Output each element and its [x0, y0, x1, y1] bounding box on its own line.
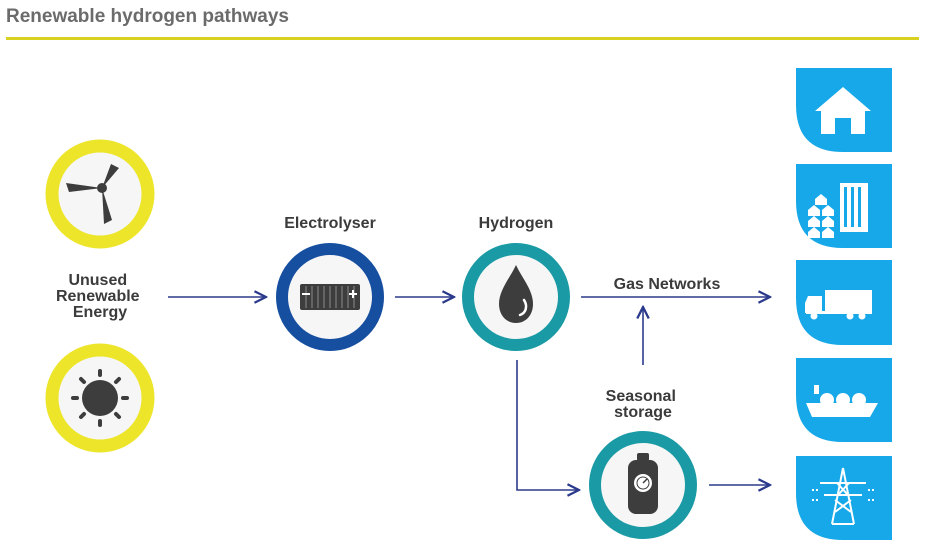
arrow-to-storage: [516, 360, 579, 490]
droplet-icon: [499, 265, 533, 323]
page-title: Renewable hydrogen pathways: [6, 6, 289, 27]
battery-icon: [300, 284, 360, 310]
hydrogen-node: [462, 243, 570, 351]
seasonal-storage-label: Seasonal storage: [606, 388, 681, 421]
power-pylon-icon: [812, 467, 874, 525]
electrolyser-label: Electrolyser: [284, 215, 376, 232]
gas-networks-label: Gas Networks: [614, 276, 721, 293]
house-icon: [815, 87, 871, 134]
ship-icon: [806, 385, 878, 417]
truck-icon: [805, 290, 872, 320]
house-tile: [796, 68, 892, 152]
end-use-tiles: [796, 68, 892, 540]
storage-node: [589, 431, 697, 539]
sun-node: [45, 343, 155, 453]
buildings-tile: [796, 164, 892, 248]
wind-turbine-icon: [66, 164, 119, 224]
source-label: Unused Renewable Energy: [56, 272, 144, 321]
ship-tile: [796, 358, 892, 442]
flow-arrows: [168, 297, 770, 490]
buildings-icon: [808, 183, 868, 238]
hydrogen-label: Hydrogen: [479, 215, 554, 232]
truck-tile: [796, 260, 892, 345]
wind-turbine-node: [45, 139, 155, 249]
electrolyser-node: [276, 243, 384, 351]
gas-cylinder-icon: [628, 453, 658, 514]
title-underline: [6, 37, 919, 40]
power-tile: [796, 456, 892, 540]
sun-icon: [71, 369, 129, 427]
